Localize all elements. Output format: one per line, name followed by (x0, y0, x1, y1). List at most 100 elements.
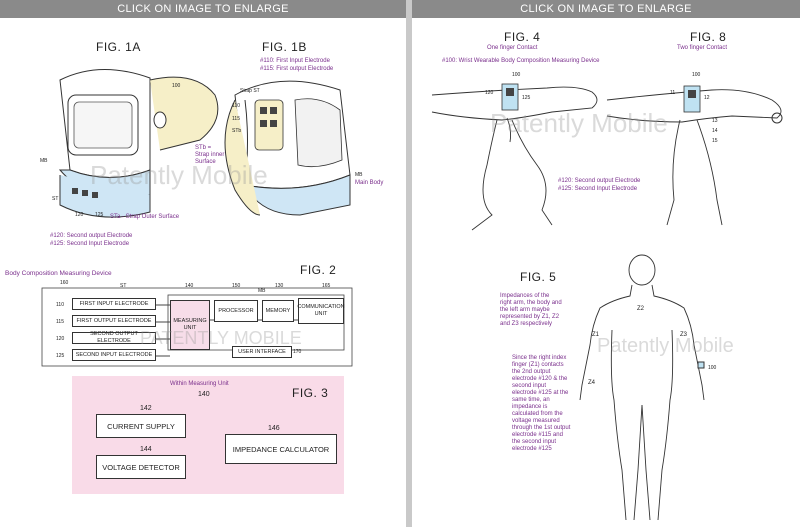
explain-line-2: finger (Z1) contacts (512, 362, 564, 368)
row-ref-115: 115 (56, 319, 64, 325)
right-patent-image[interactable]: CLICK ON IMAGE TO ENLARGE FIG. 4 FIG. 8 … (412, 0, 800, 527)
fig-3-ref-140: 140 (198, 391, 210, 398)
explain-line-3: the 2nd output (512, 369, 551, 375)
ref-st: ST (52, 196, 59, 202)
watermark-right-2: Patently Mobile (597, 335, 734, 357)
main-body-label: Main Body (355, 180, 384, 186)
explain-line-9: calculated from the (512, 411, 563, 417)
electrode-110-caption: #110: First Input Electrode (260, 58, 330, 64)
fig4-ref-100: 100 (512, 72, 521, 78)
watermark-left: Patently Mobile (90, 160, 268, 190)
stb-line-1: STb = (195, 145, 212, 151)
ref-mb-left: MB (40, 158, 48, 164)
second-output-electrode-box: SECOND OUTPUT ELECTRODE (72, 331, 156, 344)
fig8-ref-11: 11 (670, 90, 676, 96)
electrode-115-caption: #115: First output Electrode (260, 66, 334, 72)
explain-line-11: through the 1st output (512, 425, 571, 431)
ref-115: 115 (232, 116, 240, 122)
electrode-120-caption: #120: Second output Electrode (50, 233, 133, 239)
current-supply-box: CURRENT SUPPLY (96, 414, 186, 438)
explain-line-10: voltage measured (512, 418, 560, 424)
explain-line-7: same time, an (512, 397, 550, 403)
fig4-electrode-125: #125: Second Input Electrode (558, 186, 638, 192)
left-patent-image[interactable]: CLICK ON IMAGE TO ENLARGE FIG. 1A FIG. 1… (0, 0, 406, 527)
communication-unit-box: COMMUNICATION UNIT (297, 298, 345, 324)
first-input-electrode-box: FIRST INPUT ELECTRODE (72, 298, 156, 310)
fig8-ref-14: 14 (712, 128, 718, 134)
explain-line-1: Since the right index (512, 355, 567, 361)
explain-line-5: second input (512, 383, 547, 389)
fig-2-title: FIG. 2 (300, 263, 337, 277)
ref-110: 110 (232, 103, 240, 109)
enlarge-banner-left[interactable]: CLICK ON IMAGE TO ENLARGE (0, 0, 406, 18)
ref-mb-fig2: MB (258, 288, 266, 294)
ref-100-left: 100 (172, 83, 181, 89)
fig5-ref-100: 100 (708, 365, 717, 371)
fig-4-title: FIG. 4 (504, 30, 541, 44)
fig8-ref-12: 12 (704, 95, 710, 101)
fig4-ref-125: 125 (522, 95, 531, 101)
fig-1a-title: FIG. 1A (96, 40, 141, 54)
explain-line-8: impedance is (512, 404, 548, 410)
stb-line-2: Strap inner (195, 152, 225, 158)
explain-line-14: electrode #125 (512, 446, 552, 452)
ref-150: 150 (232, 283, 241, 289)
fig8-ref-13: 13 (712, 118, 718, 124)
row-ref-125: 125 (56, 353, 65, 359)
impedance-line-5: and Z3 respectively (500, 321, 553, 327)
fig-3-ref-142: 142 (140, 405, 152, 412)
fig-4-8-5-drawing (431, 83, 783, 521)
enlarge-banner-right[interactable]: CLICK ON IMAGE TO ENLARGE (412, 0, 800, 18)
second-input-electrode-box: SECOND INPUT ELECTRODE (72, 349, 156, 361)
fig-5-title: FIG. 5 (520, 270, 557, 284)
explain-line-13: the second input (512, 439, 557, 445)
impedance-line-1: Impedances of the (500, 293, 550, 299)
ref-st-fig2: ST (120, 283, 127, 289)
measuring-unit-box: MEASURING UNIT (170, 300, 210, 350)
fig8-ref-15: 15 (712, 138, 718, 144)
impedance-line-4: represented by Z1, Z2 (500, 314, 560, 320)
one-finger-caption: One finger Contact (487, 45, 538, 51)
explain-line-6: electrode #125 at the (512, 390, 569, 396)
z2-label: Z2 (637, 306, 645, 312)
ref-120: 120 (75, 212, 84, 218)
ref-130: 130 (275, 283, 284, 289)
explain-line-4: electrode #120 & the (512, 376, 568, 382)
ref-stb: STb (232, 128, 242, 134)
stb-line-3: Surface (195, 159, 216, 165)
processor-box: PROCESSOR (214, 300, 258, 322)
z1-label: Z1 (592, 332, 600, 338)
impedance-calculator-box: IMPEDANCE CALCULATOR (225, 434, 337, 464)
fig-3-title: FIG. 3 (292, 386, 329, 400)
ref-165: 165 (322, 283, 331, 289)
fig-3-ref-144: 144 (140, 446, 152, 453)
two-finger-caption: Two finger Contact (677, 45, 728, 51)
row-ref-120: 120 (56, 336, 65, 342)
ref-160: 160 (60, 280, 69, 286)
sta-caption: STa - Strap Outer Surface (110, 214, 180, 220)
strap-st-label: Strap ST (240, 88, 260, 94)
watermark-right: Patently Mobile (490, 108, 668, 138)
row-ref-110: 110 (56, 302, 64, 308)
fig-8-title: FIG. 8 (690, 30, 727, 44)
fig-3-caption: Within Measuring Unit (170, 381, 229, 387)
fig-2-caption: Body Composition Measuring Device (5, 270, 112, 277)
voltage-detector-box: VOLTAGE DETECTOR (96, 455, 186, 479)
z4-label: Z4 (588, 380, 596, 386)
fig-3-ref-146: 146 (268, 425, 280, 432)
fig-1-drawing (41, 69, 353, 471)
first-output-electrode-box: FIRST OUTPUT ELECTRODE (72, 315, 156, 327)
explain-line-12: electrode #115 and (512, 432, 563, 438)
fig-1b-title: FIG. 1B (262, 40, 307, 54)
electrode-125-caption: #125: Second Input Electrode (50, 241, 130, 247)
ref-170: 170 (293, 349, 302, 355)
fig8-ref-100: 100 (692, 72, 701, 78)
ref-125: 125 (95, 212, 104, 218)
impedance-line-3: the left arm maybe (500, 307, 550, 313)
device-caption: #100: Wrist Wearable Body Composition Me… (442, 58, 600, 64)
memory-box: MEMORY (262, 300, 294, 322)
ref-140: 140 (185, 283, 194, 289)
impedance-line-2: right arm, the body and (500, 300, 562, 306)
user-interface-box: USER INTERFACE (232, 346, 292, 358)
fig4-electrode-120: #120: Second output Electrode (558, 178, 641, 184)
